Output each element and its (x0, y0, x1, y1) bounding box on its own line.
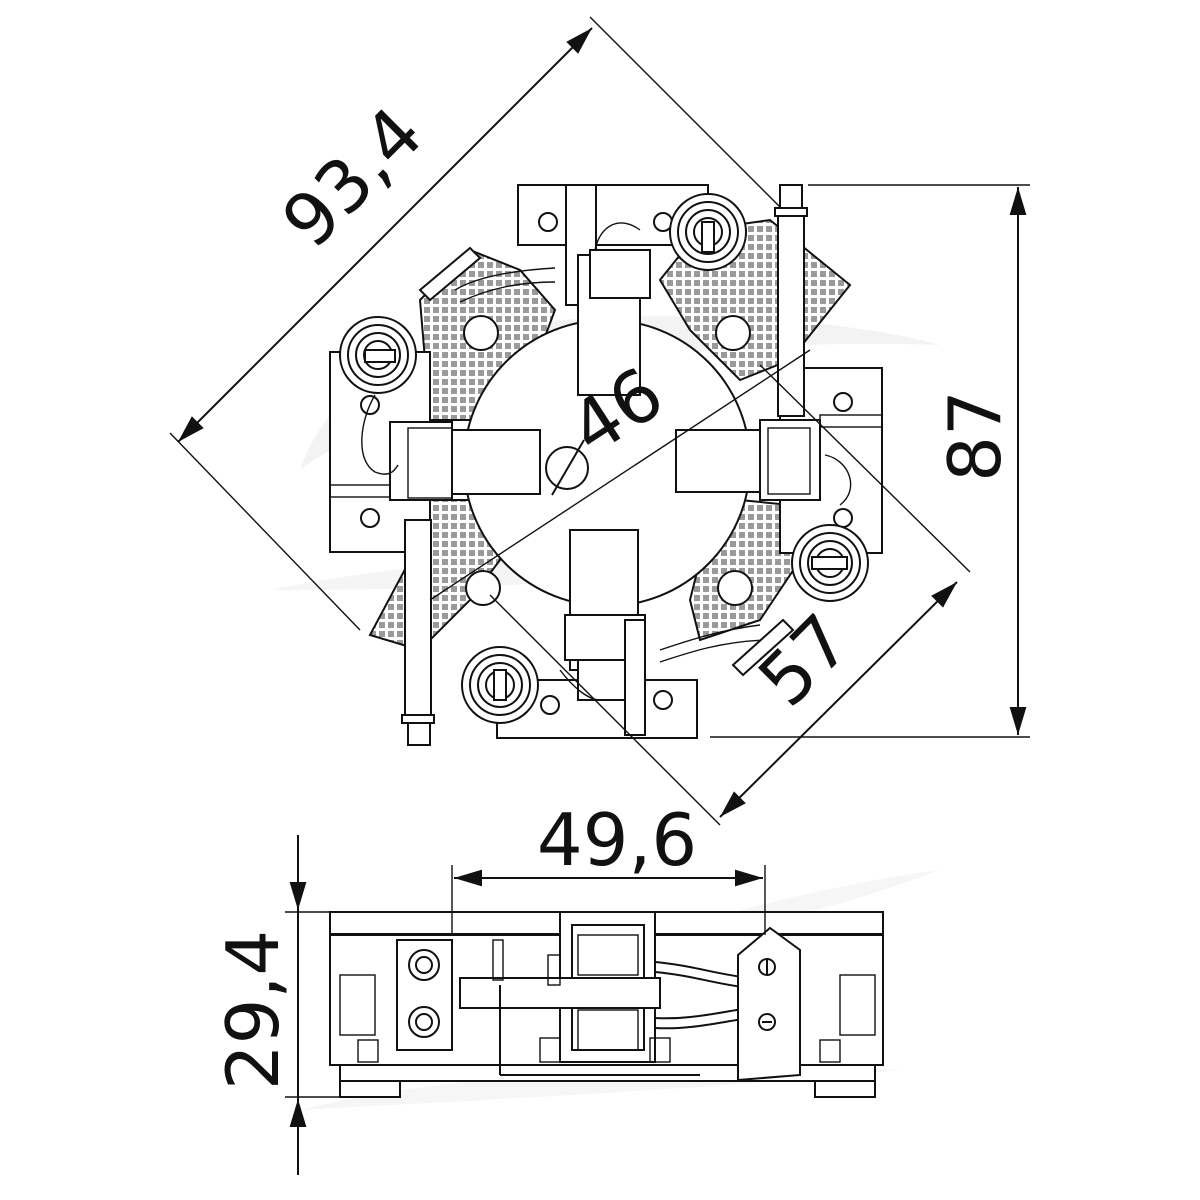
dim-label-bottom-height: 29,4 (211, 930, 295, 1090)
dim-label-bottom-width: 49,6 (537, 798, 697, 882)
spring-left (339, 316, 417, 394)
brush-box-left (389, 421, 541, 501)
spring-top (669, 193, 747, 271)
terminal-post-bottom-left (401, 519, 435, 746)
terminal-tab-right (737, 926, 801, 1082)
dim-label-diagonal-length: 93,4 (266, 91, 439, 264)
dimension-height: 87 (710, 184, 1030, 738)
brush-holder-side-view (329, 911, 884, 1098)
brush-box-right (675, 419, 821, 501)
dimension-bottom-height: 29,4 (211, 835, 340, 1175)
spring-right (791, 524, 869, 602)
circle-slash-icon (545, 446, 589, 490)
dimension-bottom-width: 49,6 (451, 798, 766, 935)
terminal-block-left (396, 939, 453, 1051)
spring-bottom (461, 646, 539, 724)
brush-box-bottom (564, 529, 646, 736)
terminal-post-top-right (774, 184, 808, 417)
dim-label-height: 87 (933, 390, 1017, 482)
